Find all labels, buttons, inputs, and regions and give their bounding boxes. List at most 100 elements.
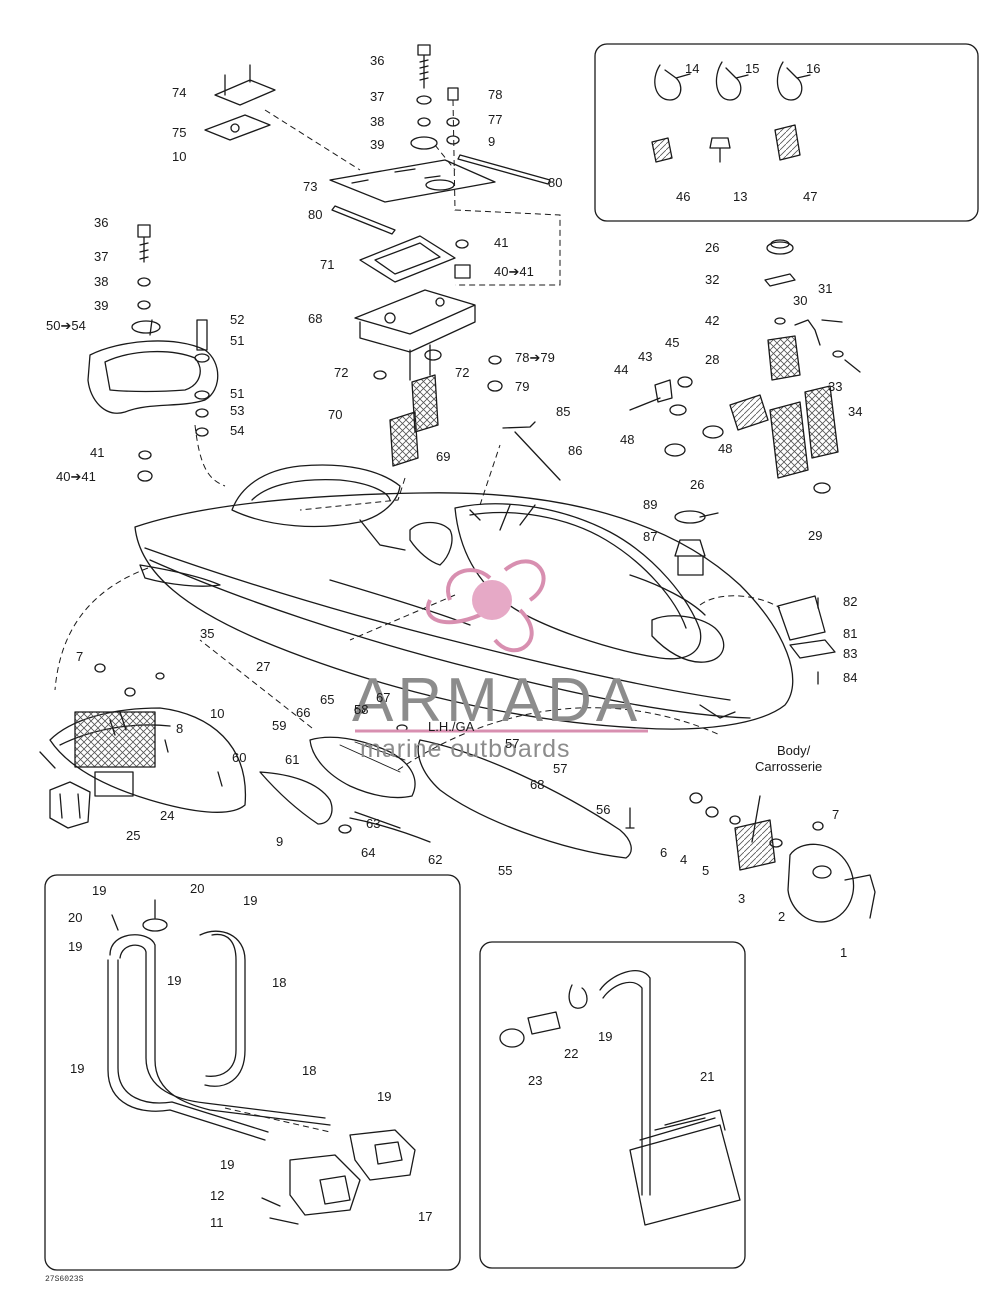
callout-66: 66 (296, 705, 311, 720)
callout-52: 52 (230, 312, 245, 327)
callout-71: 71 (320, 257, 335, 272)
callout-19: 19 (220, 1157, 235, 1172)
callout-17: 17 (418, 1209, 433, 1224)
callout-19: 19 (68, 939, 83, 954)
callout-24: 24 (160, 808, 175, 823)
callout-19: 19 (598, 1029, 613, 1044)
callout-38: 38 (370, 114, 385, 129)
callout-67: 67 (376, 690, 391, 705)
clamp-32 (764, 273, 796, 287)
callout-57: 57 (505, 736, 520, 751)
hose-86 (502, 421, 536, 429)
callout-28: 28 (705, 352, 720, 367)
bracket-25 (49, 781, 91, 829)
watermark-tagline: marine outboards (360, 735, 571, 763)
plate-73 (329, 159, 496, 203)
vent-tube-21 (599, 970, 651, 1196)
bracket-68 (354, 289, 476, 353)
callout-80: 80 (548, 175, 563, 190)
callout-19: 19 (243, 893, 258, 908)
callout-15: 15 (745, 61, 760, 76)
callout-25: 25 (126, 828, 141, 843)
spring-69b (411, 374, 439, 433)
cover-2 (787, 843, 855, 923)
inset-frame-clamps (594, 43, 979, 222)
callout-58: 58 (354, 702, 369, 717)
spring-69a (389, 411, 419, 467)
callout-5: 5 (702, 863, 710, 878)
callout-54: 54 (230, 423, 245, 438)
callout-85: 85 (556, 404, 571, 419)
callout-37: 37 (370, 89, 385, 104)
bracket-43 (654, 379, 673, 403)
callout-40-41: 40➔41 (494, 264, 534, 279)
callout-20: 20 (68, 910, 83, 925)
side-panel-left (49, 707, 247, 813)
callout-30: 30 (793, 293, 808, 308)
callout-19: 19 (70, 1061, 85, 1076)
boot-29b (804, 385, 839, 459)
bracket-81 (777, 595, 826, 641)
callout-44: 44 (614, 362, 629, 377)
callout-42: 42 (705, 313, 720, 328)
callout-35: 35 (200, 626, 215, 641)
valve-28 (729, 394, 769, 431)
callout-1: 1 (840, 945, 848, 960)
callout-36: 36 (94, 215, 109, 230)
bolt-78 (447, 87, 459, 101)
callout-22: 22 (564, 1046, 579, 1061)
callout-38: 38 (94, 274, 109, 289)
callout-51: 51 (230, 333, 245, 348)
callout-7: 7 (76, 649, 84, 664)
callout-84: 84 (843, 670, 858, 685)
callout-50-54: 50➔54 (46, 318, 86, 333)
callout-33: 33 (828, 379, 843, 394)
callout-16: 16 (806, 61, 821, 76)
callout-55: 55 (498, 863, 513, 878)
boot-28 (767, 335, 801, 381)
callout-80: 80 (308, 207, 323, 222)
clamp-16 (776, 61, 811, 101)
callout-39: 39 (94, 298, 109, 313)
clamp-14 (654, 64, 691, 101)
callout-43: 43 (638, 349, 653, 364)
callout-39: 39 (370, 137, 385, 152)
callout-32: 32 (705, 272, 720, 287)
callout-14: 14 (685, 61, 700, 76)
callout-53: 53 (230, 403, 245, 418)
callout-8: 8 (176, 721, 184, 736)
callout-34: 34 (848, 404, 863, 419)
callout-41: 41 (90, 445, 105, 460)
clip-46 (651, 137, 673, 163)
callout-79: 79 (515, 379, 530, 394)
side-trim-61 (309, 736, 416, 799)
callout-83: 83 (843, 646, 858, 661)
callout-81: 81 (843, 626, 858, 641)
fitting-22 (527, 1011, 561, 1035)
callout-12: 12 (210, 1188, 225, 1203)
side-trim-55 (417, 739, 632, 859)
callout-51: 51 (230, 386, 245, 401)
bracket-17b (289, 1154, 361, 1216)
callout-13: 13 (733, 189, 748, 204)
bracket-17 (349, 1129, 416, 1181)
callout-68: 68 (308, 311, 323, 326)
callout-75: 75 (172, 125, 187, 140)
rear-grille (74, 711, 156, 768)
clamp-15 (715, 61, 749, 101)
callout-78-79: 78➔79 (515, 350, 555, 365)
inset-frame-vent-tube (479, 941, 746, 1269)
callout-74: 74 (172, 85, 187, 100)
callout-19: 19 (377, 1089, 392, 1104)
cap-26 (766, 241, 794, 255)
screw-31 (821, 319, 843, 323)
callout-45: 45 (665, 335, 680, 350)
callout-20: 20 (190, 881, 205, 896)
callout-29: 29 (808, 528, 823, 543)
strap-80b (331, 205, 396, 235)
callout-26: 26 (705, 240, 720, 255)
callout-47: 47 (803, 189, 818, 204)
callout-87: 87 (643, 529, 658, 544)
washer-38a (417, 117, 431, 127)
screw-44 (629, 397, 661, 411)
